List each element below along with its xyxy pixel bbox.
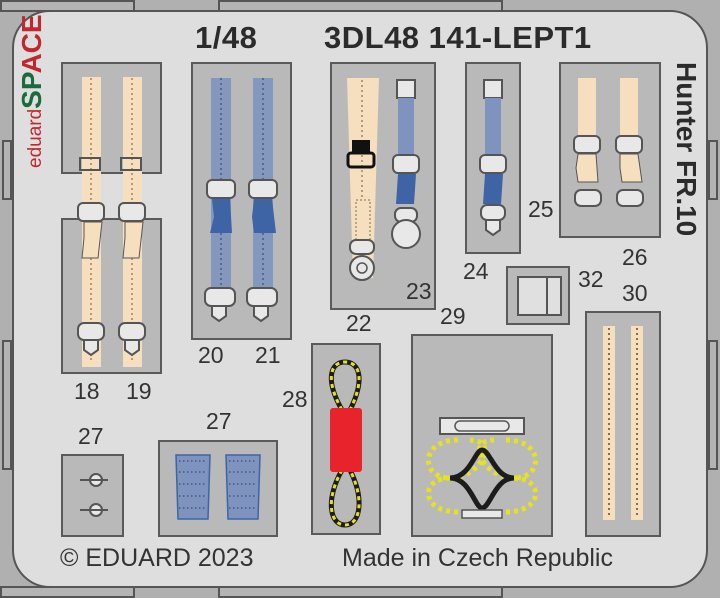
part-label-24: 24: [463, 258, 489, 284]
part-label-26: 26: [622, 244, 648, 270]
part-label-22: 22: [346, 310, 372, 336]
part-label-27: 27: [78, 423, 104, 449]
copyright-text: © EDUARD 2023: [60, 544, 254, 572]
part-label-20: 20: [198, 342, 224, 368]
strap-21: [246, 78, 278, 323]
part-label-21: 21: [255, 342, 281, 368]
origin-text: Made in Czech Republic: [342, 544, 613, 572]
fret-31: [585, 311, 661, 537]
part-label-29: 28: [282, 386, 308, 412]
frame-tab-left-1: [2, 140, 12, 200]
strap-23: [391, 79, 421, 249]
strap-22: [346, 78, 379, 281]
part-label-18: 18: [74, 378, 100, 404]
part-label-31: 30: [622, 280, 648, 306]
product-code: 3DL48 141-LEPT1: [324, 20, 592, 55]
frame-tab-right-1: [708, 140, 718, 200]
frame-tab-left-2: [2, 340, 12, 470]
strap-20: [204, 78, 236, 323]
part-label-30: 29: [440, 303, 466, 329]
frame-tab-right-2: [708, 340, 718, 470]
fret-22-23: [330, 62, 436, 310]
fret-18-19-lower: [61, 218, 162, 374]
belt-19: [118, 77, 146, 367]
part-label-19: 19: [126, 378, 152, 404]
scale-label: 1/48: [195, 20, 258, 55]
belt-18: [77, 77, 105, 367]
fret-27: [61, 454, 124, 537]
part-label-28: 27: [206, 408, 232, 434]
part-label-23: 23: [406, 278, 432, 304]
part-label-25: 25: [528, 196, 554, 222]
fret-18-19-upper: [61, 62, 162, 174]
part-label-32: 32: [578, 266, 604, 292]
